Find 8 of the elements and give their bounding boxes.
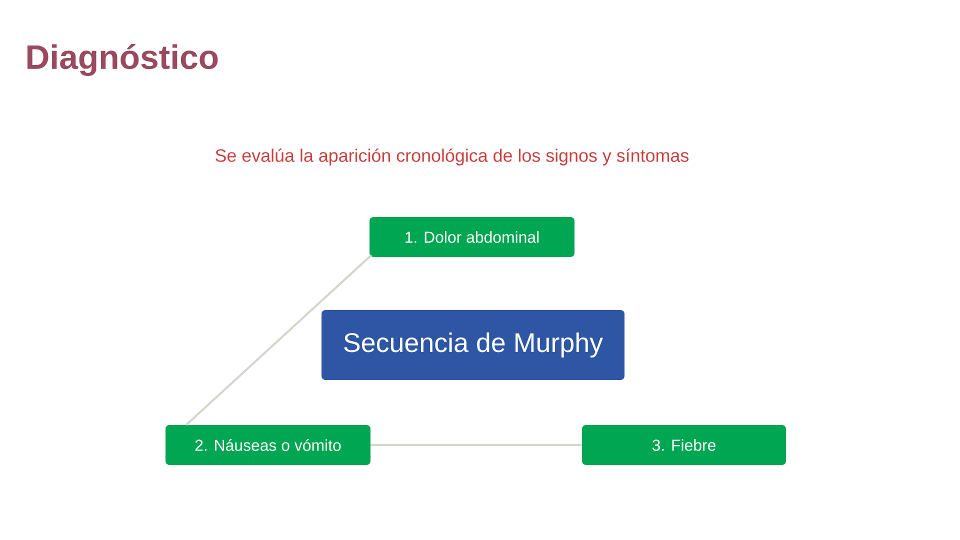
step-box: 3. Fiebre	[582, 425, 786, 465]
slide-title: Diagnóstico	[27, 44, 218, 76]
subtitle-text: Se evalúa la aparición cronológica de los signos y síntomas	[216, 148, 688, 166]
connector-line	[186, 254, 372, 426]
connector-line	[370, 444, 582, 446]
step-box: 1. Dolor abdominal	[370, 217, 574, 257]
title-box: Secuencia de Murphy	[322, 310, 624, 380]
step-box: 2. Náuseas o vómito	[166, 425, 370, 465]
